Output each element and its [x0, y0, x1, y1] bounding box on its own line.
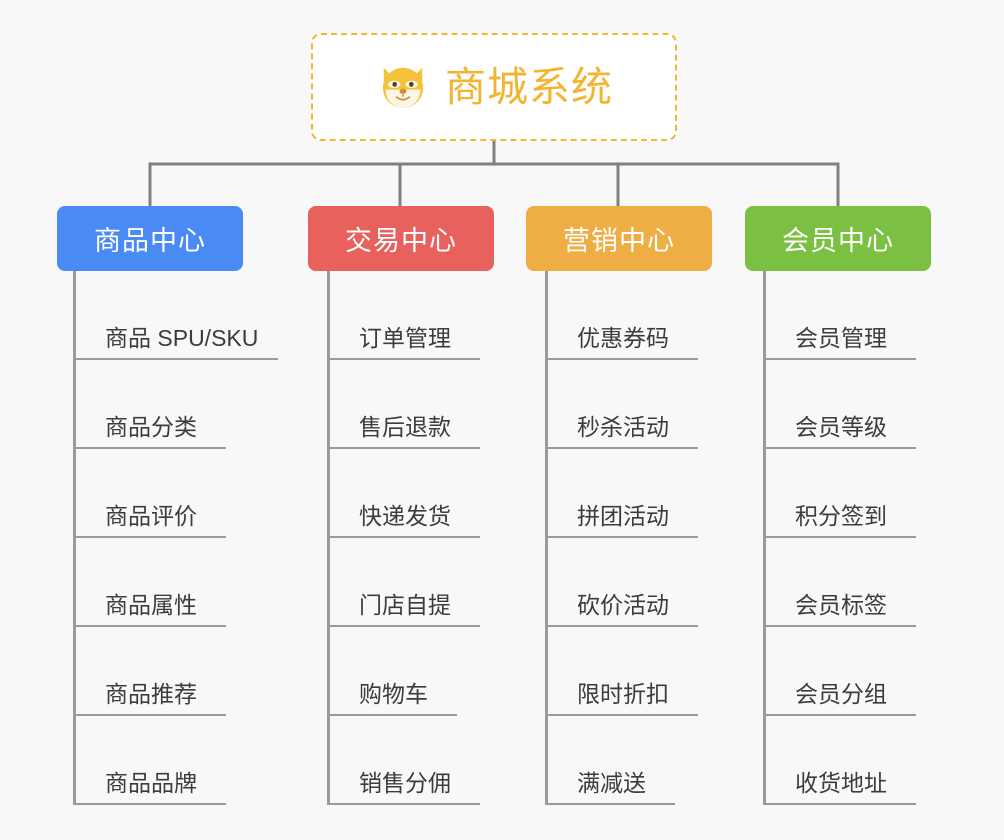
leaf-item[interactable]: 砍价活动: [545, 538, 698, 627]
leaf-label: 商品分类: [105, 414, 197, 440]
category-box-4[interactable]: 会员中心: [745, 206, 931, 271]
leaf-item[interactable]: 商品评价: [73, 449, 226, 538]
leaf-underline: [763, 803, 916, 805]
leaf-item[interactable]: 商品推荐: [73, 627, 226, 716]
category-box-2[interactable]: 交易中心: [308, 206, 494, 271]
leaf-item[interactable]: 商品 SPU/SKU: [73, 271, 278, 360]
leaf-label: 砍价活动: [577, 592, 669, 618]
category-label-4: 会员中心: [782, 226, 894, 256]
leaf-underline: [545, 447, 698, 449]
leaf-label: 拼团活动: [577, 503, 669, 529]
leaf-item[interactable]: 限时折扣: [545, 627, 698, 716]
leaf-spine-2: [327, 271, 330, 805]
leaf-label: 商品 SPU/SKU: [105, 325, 259, 351]
leaf-underline: [73, 447, 226, 449]
leaf-item[interactable]: 订单管理: [327, 271, 480, 360]
leaf-spine-1: [73, 271, 76, 805]
leaf-label: 销售分佣: [359, 770, 451, 796]
leaf-underline: [73, 358, 278, 360]
leaf-label: 满减送: [577, 770, 646, 796]
leaf-label: 积分签到: [795, 503, 887, 529]
leaf-underline: [545, 803, 675, 805]
leaf-label: 商品属性: [105, 592, 197, 618]
leaf-underline: [73, 803, 226, 805]
category-label-2: 交易中心: [345, 226, 457, 256]
leaf-label: 优惠券码: [577, 325, 669, 351]
leaf-item[interactable]: 收货地址: [763, 716, 916, 805]
leaf-underline: [73, 714, 226, 716]
leaf-label: 商品品牌: [105, 770, 197, 796]
leaf-label: 限时折扣: [577, 681, 669, 707]
leaf-label: 门店自提: [359, 592, 451, 618]
leaf-underline: [327, 803, 480, 805]
category-label-1: 商品中心: [94, 226, 206, 256]
leaf-label: 商品推荐: [105, 681, 197, 707]
leaf-label: 快递发货: [359, 503, 451, 529]
leaf-underline: [327, 536, 480, 538]
leaf-underline: [327, 625, 480, 627]
leaf-underline: [327, 447, 480, 449]
leaf-underline: [327, 358, 480, 360]
leaf-underline: [545, 358, 698, 360]
leaf-item[interactable]: 购物车: [327, 627, 457, 716]
leaf-item[interactable]: 会员分组: [763, 627, 916, 716]
leaf-item[interactable]: 商品分类: [73, 360, 226, 449]
leaf-label: 秒杀活动: [577, 414, 669, 440]
leaf-label: 会员管理: [795, 325, 887, 351]
leaf-label: 会员分组: [795, 681, 887, 707]
leaf-label: 商品评价: [105, 503, 197, 529]
leaf-spine-4: [763, 271, 766, 805]
leaf-underline: [327, 714, 457, 716]
shiba-dog-face-icon: [382, 67, 424, 109]
leaf-item[interactable]: 积分签到: [763, 449, 916, 538]
leaf-underline: [763, 625, 916, 627]
leaf-underline: [545, 536, 698, 538]
leaf-label: 会员等级: [795, 414, 887, 440]
leaf-item[interactable]: 满减送: [545, 716, 675, 805]
category-box-3[interactable]: 营销中心: [526, 206, 712, 271]
leaf-label: 订单管理: [359, 325, 451, 351]
leaf-label: 售后退款: [359, 414, 451, 440]
leaf-underline: [545, 714, 698, 716]
leaf-underline: [73, 625, 226, 627]
root-node[interactable]: 商城系统: [311, 33, 677, 141]
leaf-underline: [763, 536, 916, 538]
leaf-item[interactable]: 门店自提: [327, 538, 480, 627]
leaf-item[interactable]: 会员管理: [763, 271, 916, 360]
leaf-item[interactable]: 商品属性: [73, 538, 226, 627]
leaf-label: 会员标签: [795, 592, 887, 618]
category-box-1[interactable]: 商品中心: [57, 206, 243, 271]
leaf-spine-3: [545, 271, 548, 805]
leaf-item[interactable]: 售后退款: [327, 360, 480, 449]
leaf-underline: [545, 625, 698, 627]
leaf-item[interactable]: 商品品牌: [73, 716, 226, 805]
leaf-item[interactable]: 秒杀活动: [545, 360, 698, 449]
leaf-underline: [763, 447, 916, 449]
leaf-item[interactable]: 拼团活动: [545, 449, 698, 538]
leaf-label: 收货地址: [795, 770, 887, 796]
leaf-underline: [763, 358, 916, 360]
leaf-item[interactable]: 会员等级: [763, 360, 916, 449]
leaf-underline: [73, 536, 226, 538]
leaf-item[interactable]: 会员标签: [763, 538, 916, 627]
category-label-3: 营销中心: [563, 226, 675, 256]
leaf-item[interactable]: 快递发货: [327, 449, 480, 538]
leaf-underline: [763, 714, 916, 716]
leaf-item[interactable]: 优惠券码: [545, 271, 698, 360]
leaf-label: 购物车: [359, 681, 428, 707]
leaf-item[interactable]: 销售分佣: [327, 716, 480, 805]
root-title: 商城系统: [445, 63, 613, 110]
